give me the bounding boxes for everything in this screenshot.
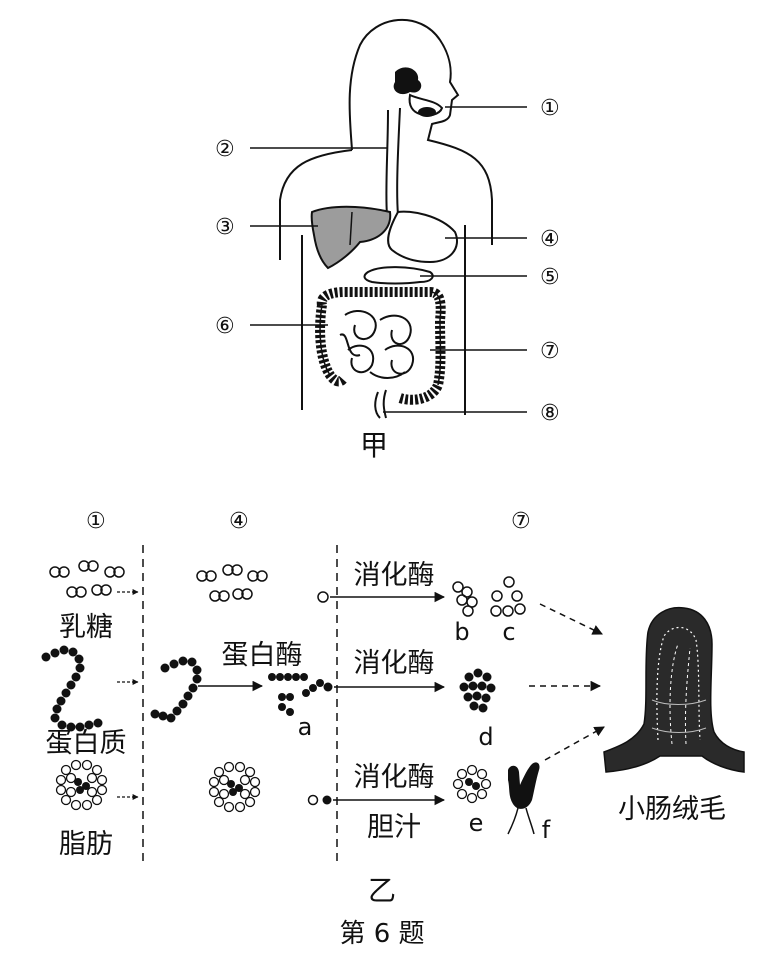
nutrient-protein: 蛋白质 bbox=[46, 728, 127, 759]
product-letter-f: f bbox=[542, 816, 551, 844]
product-letter-d: d bbox=[478, 723, 493, 751]
column-marker-mouth: ① bbox=[86, 509, 106, 534]
peptide-input-marker bbox=[323, 682, 333, 692]
bile-label: 胆汁 bbox=[367, 812, 421, 843]
figure-yi: ① ④ ⑦ 乳糖 消化酶 b bbox=[41, 509, 745, 907]
problem-number-label: 第 6 题 bbox=[339, 919, 424, 949]
lactose-molecules-mouth bbox=[49, 560, 125, 598]
product-b-cluster bbox=[452, 581, 478, 617]
lactose-molecules-stomach bbox=[196, 564, 268, 602]
marker-7: ⑦ bbox=[540, 339, 560, 364]
villus-illustration bbox=[603, 606, 745, 773]
protein-chain-stomach bbox=[150, 656, 202, 723]
body-outline bbox=[279, 18, 493, 415]
fat-droplet-mouth bbox=[55, 757, 109, 811]
nutrient-fat: 脂肪 bbox=[59, 829, 113, 860]
marker-5: ⑤ bbox=[540, 265, 560, 290]
enzyme-label-peptide: 消化酶 bbox=[354, 648, 435, 679]
column-marker-stomach: ④ bbox=[229, 509, 249, 534]
marker-3: ③ bbox=[215, 215, 235, 240]
marker-2: ② bbox=[215, 137, 235, 162]
villus-label: 小肠绒毛 bbox=[618, 794, 726, 825]
absorption-arrow-bottom bbox=[544, 726, 605, 761]
figure-yi-caption: 乙 bbox=[368, 874, 396, 907]
lactose-input-marker bbox=[317, 591, 329, 603]
figure-jia: ① ② ③ ④ ⑤ ⑥ ⑦ ⑧ 甲 bbox=[215, 18, 560, 462]
column-marker-small-intestine: ⑦ bbox=[511, 509, 531, 534]
product-letter-c: c bbox=[502, 618, 515, 646]
pancreas bbox=[363, 266, 434, 285]
product-e-cluster bbox=[452, 764, 492, 804]
pointer-lines bbox=[250, 106, 527, 413]
figure-jia-caption: 甲 bbox=[360, 429, 388, 462]
small-intestine bbox=[339, 310, 415, 379]
fat-input-marker-filled bbox=[322, 795, 332, 805]
peptide-fragments-a bbox=[268, 673, 324, 716]
esophagus bbox=[385, 107, 401, 216]
oral-cavity bbox=[393, 67, 422, 95]
tongue bbox=[418, 107, 436, 117]
absorption-arrow-top bbox=[539, 603, 603, 635]
large-intestine bbox=[315, 287, 446, 405]
marker-6: ⑥ bbox=[215, 314, 235, 339]
marker-4: ④ bbox=[540, 227, 560, 252]
product-letter-e: e bbox=[469, 809, 484, 837]
fat-input-marker-open bbox=[307, 794, 319, 806]
enzyme-label-lactose: 消化酶 bbox=[354, 560, 435, 591]
rectum bbox=[374, 389, 387, 419]
product-letter-a: a bbox=[298, 713, 313, 741]
enzyme-label-fat: 消化酶 bbox=[354, 762, 435, 793]
enzyme-label-protease: 蛋白酶 bbox=[222, 640, 303, 671]
product-letter-b: b bbox=[454, 618, 469, 646]
product-d-cluster bbox=[459, 668, 496, 713]
stomach bbox=[387, 210, 458, 264]
nutrient-lactose: 乳糖 bbox=[59, 612, 113, 643]
product-c-cluster bbox=[490, 576, 526, 617]
marker-1: ① bbox=[540, 96, 560, 121]
protein-chain-mouth bbox=[41, 645, 103, 732]
marker-8: ⑧ bbox=[540, 401, 560, 426]
fat-droplet-stomach bbox=[208, 761, 261, 813]
product-f-fatty-acid bbox=[508, 762, 540, 809]
